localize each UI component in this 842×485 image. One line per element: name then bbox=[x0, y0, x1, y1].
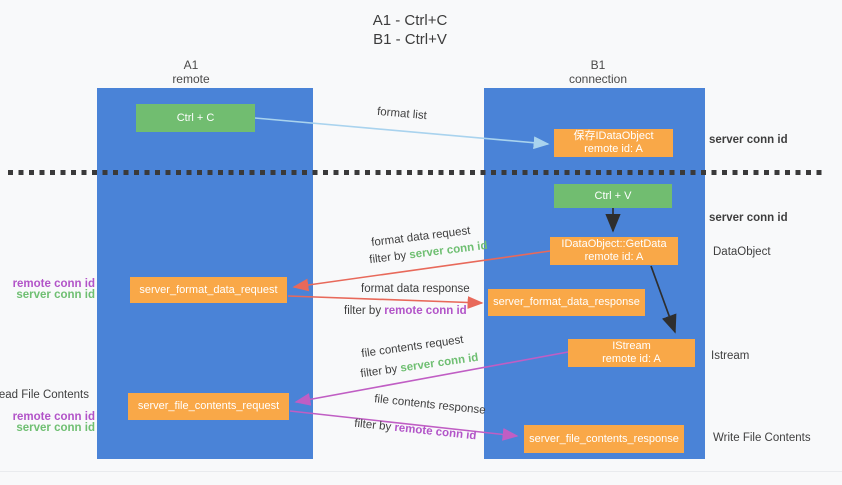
node-istream-line1: IStream bbox=[612, 340, 651, 352]
node-save-idataobject: 保存IDataObject remote id: A bbox=[554, 129, 673, 157]
side-istream: Istream bbox=[711, 350, 750, 362]
side-server-conn-id-1: server conn id bbox=[16, 289, 95, 301]
side-read-file-contents: Read File Contents bbox=[0, 389, 89, 401]
node-format-request-label: server_format_data_request bbox=[139, 283, 278, 296]
side-server-conn-id-mid: server conn id bbox=[709, 212, 788, 224]
node-ctrl-v-label: Ctrl + V bbox=[594, 189, 632, 202]
node-server-format-data-response: server_format_data_response bbox=[488, 289, 645, 316]
label-filter-by-remote-conn-id-1: filter by remote conn id bbox=[344, 305, 467, 317]
filter-by-text: filter by bbox=[344, 305, 385, 317]
node-file-request-label: server_file_contents_request bbox=[137, 400, 280, 412]
node-getdata-line1: IDataObject::GetData bbox=[561, 238, 667, 250]
node-getdata-line2: remote id: A bbox=[584, 251, 644, 263]
node-save-idataobject-line1: 保存IDataObject bbox=[573, 130, 654, 142]
label-filter-by-remote-conn-id-2: filter by remote conn id bbox=[354, 418, 477, 443]
remote-conn-id-text: remote conn id bbox=[384, 305, 467, 317]
node-save-idataobject-line2: remote id: A bbox=[584, 143, 643, 155]
side-server-conn-id-2: server conn id bbox=[16, 422, 95, 434]
column-b1-role: connection bbox=[568, 72, 628, 86]
side-remote-conn-id-2: remote conn id bbox=[12, 411, 95, 423]
node-istream: IStream remote id: A bbox=[568, 339, 695, 367]
node-ctrl-c-label: Ctrl + C bbox=[176, 111, 215, 124]
arrow-format-data-response bbox=[287, 295, 484, 309]
side-conn-ids-upper: remote conn id server conn id bbox=[0, 278, 95, 301]
server-conn-id-text: server conn id bbox=[399, 351, 480, 375]
node-server-file-contents-request: server_file_contents_request bbox=[128, 393, 289, 420]
filter-by-text: filter by bbox=[368, 249, 411, 267]
node-istream-line2: remote id: A bbox=[602, 353, 661, 365]
title-line-a1: A1 - Ctrl+C bbox=[372, 12, 448, 29]
machine-boundary-dotted-line bbox=[8, 170, 826, 175]
node-server-format-data-request: server_format_data_request bbox=[130, 277, 287, 303]
node-ctrl-v: Ctrl + V bbox=[554, 184, 672, 208]
side-dataobject: DataObject bbox=[713, 246, 771, 258]
remote-conn-id-text: remote conn id bbox=[393, 421, 477, 443]
node-file-response-label: server_file_contents_response bbox=[529, 432, 679, 445]
side-server-conn-id-top: server conn id bbox=[709, 134, 788, 146]
node-ctrl-c: Ctrl + C bbox=[136, 104, 255, 132]
label-format-list: format list bbox=[376, 105, 428, 123]
node-format-response-label: server_format_data_response bbox=[493, 296, 640, 308]
column-header-a1: A1 remote bbox=[131, 58, 251, 86]
label-format-data-response: format data response bbox=[361, 283, 470, 295]
window-bottom-edge bbox=[0, 471, 842, 472]
node-server-file-contents-response: server_file_contents_response bbox=[524, 425, 684, 453]
label-file-contents-response: file contents response bbox=[373, 393, 487, 417]
side-write-file-contents: Write File Contents bbox=[713, 432, 811, 444]
column-b1-name: B1 bbox=[590, 58, 606, 72]
title-line-b1: B1 - Ctrl+V bbox=[373, 31, 447, 48]
side-remote-conn-id-1: remote conn id bbox=[12, 278, 95, 290]
column-header-b1: B1 connection bbox=[538, 58, 658, 86]
filter-by-text: filter by bbox=[359, 362, 402, 381]
filter-by-text: filter by bbox=[353, 417, 396, 434]
diagram-title: A1 - Ctrl+C B1 - Ctrl+V bbox=[0, 11, 820, 49]
node-idataobject-getdata: IDataObject::GetData remote id: A bbox=[550, 237, 678, 265]
column-a1-name: A1 bbox=[183, 58, 199, 72]
side-conn-ids-lower: remote conn id server conn id bbox=[0, 411, 95, 434]
column-a1-role: remote bbox=[172, 72, 210, 86]
